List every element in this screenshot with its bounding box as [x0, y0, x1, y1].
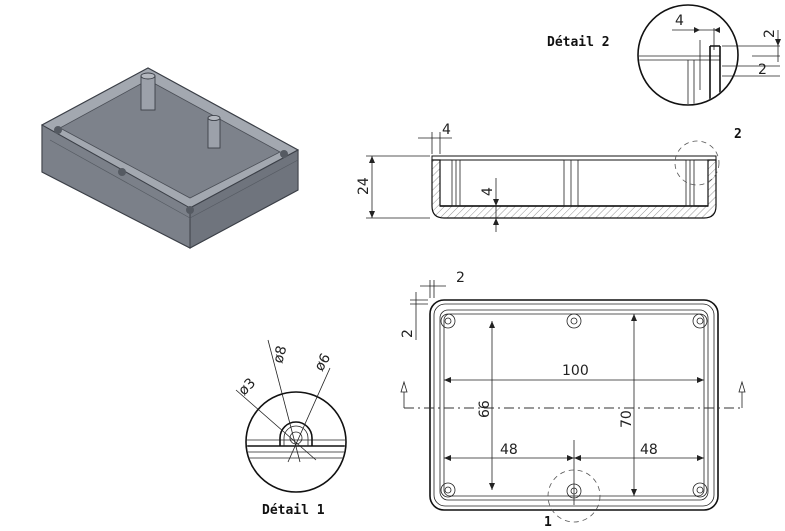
isometric-view: [40, 67, 300, 249]
dim-width: 100: [562, 363, 589, 379]
dim-floor-thickness: 4: [480, 187, 496, 196]
detail1-dia-inner: ø3: [236, 375, 260, 399]
iso-post-2: [207, 117, 221, 149]
section-lid-line: [431, 155, 717, 161]
top-view: 100 66 70 48 48 2 2 1: [400, 270, 746, 530]
section-view: 24 4 4 2: [356, 122, 742, 232]
detail2-dim-step-top: 2: [762, 29, 778, 38]
callout-circle-1: [547, 469, 601, 523]
dim-hole-offset-left: 48: [500, 442, 518, 458]
detail2-dim-width: 4: [675, 13, 684, 29]
top-outer-edge: [429, 299, 719, 511]
detail-2-label: Détail 2: [547, 35, 610, 50]
dim-height-inner: 66: [477, 400, 493, 418]
dim-height: 24: [356, 177, 372, 195]
dim-hole-offset-right: 48: [640, 442, 658, 458]
dim-wall-thickness: 4: [442, 122, 451, 138]
detail-2-view: 4 2 2 Détail 2: [547, 4, 781, 106]
callout-label-2: 2: [734, 127, 742, 142]
callout-label-1: 1: [544, 515, 552, 530]
dim-height-outer: 70: [619, 410, 635, 428]
dim-edge-offset-v: 2: [400, 329, 416, 338]
iso-inner-floor: [59, 79, 281, 199]
section-wall: [431, 159, 717, 219]
detail-1-label: Détail 1: [262, 503, 325, 518]
detail1-dia-mid: ø6: [312, 351, 335, 374]
detail1-dia-outer: ø8: [270, 344, 290, 365]
dim-edge-offset-h: 2: [456, 270, 465, 286]
detail-1-view: ø8 ø6 ø3 Détail 1: [236, 339, 347, 518]
callout-circle-2: [674, 140, 720, 186]
iso-post-1: [140, 75, 156, 111]
detail2-dim-step-side: 2: [758, 62, 767, 78]
